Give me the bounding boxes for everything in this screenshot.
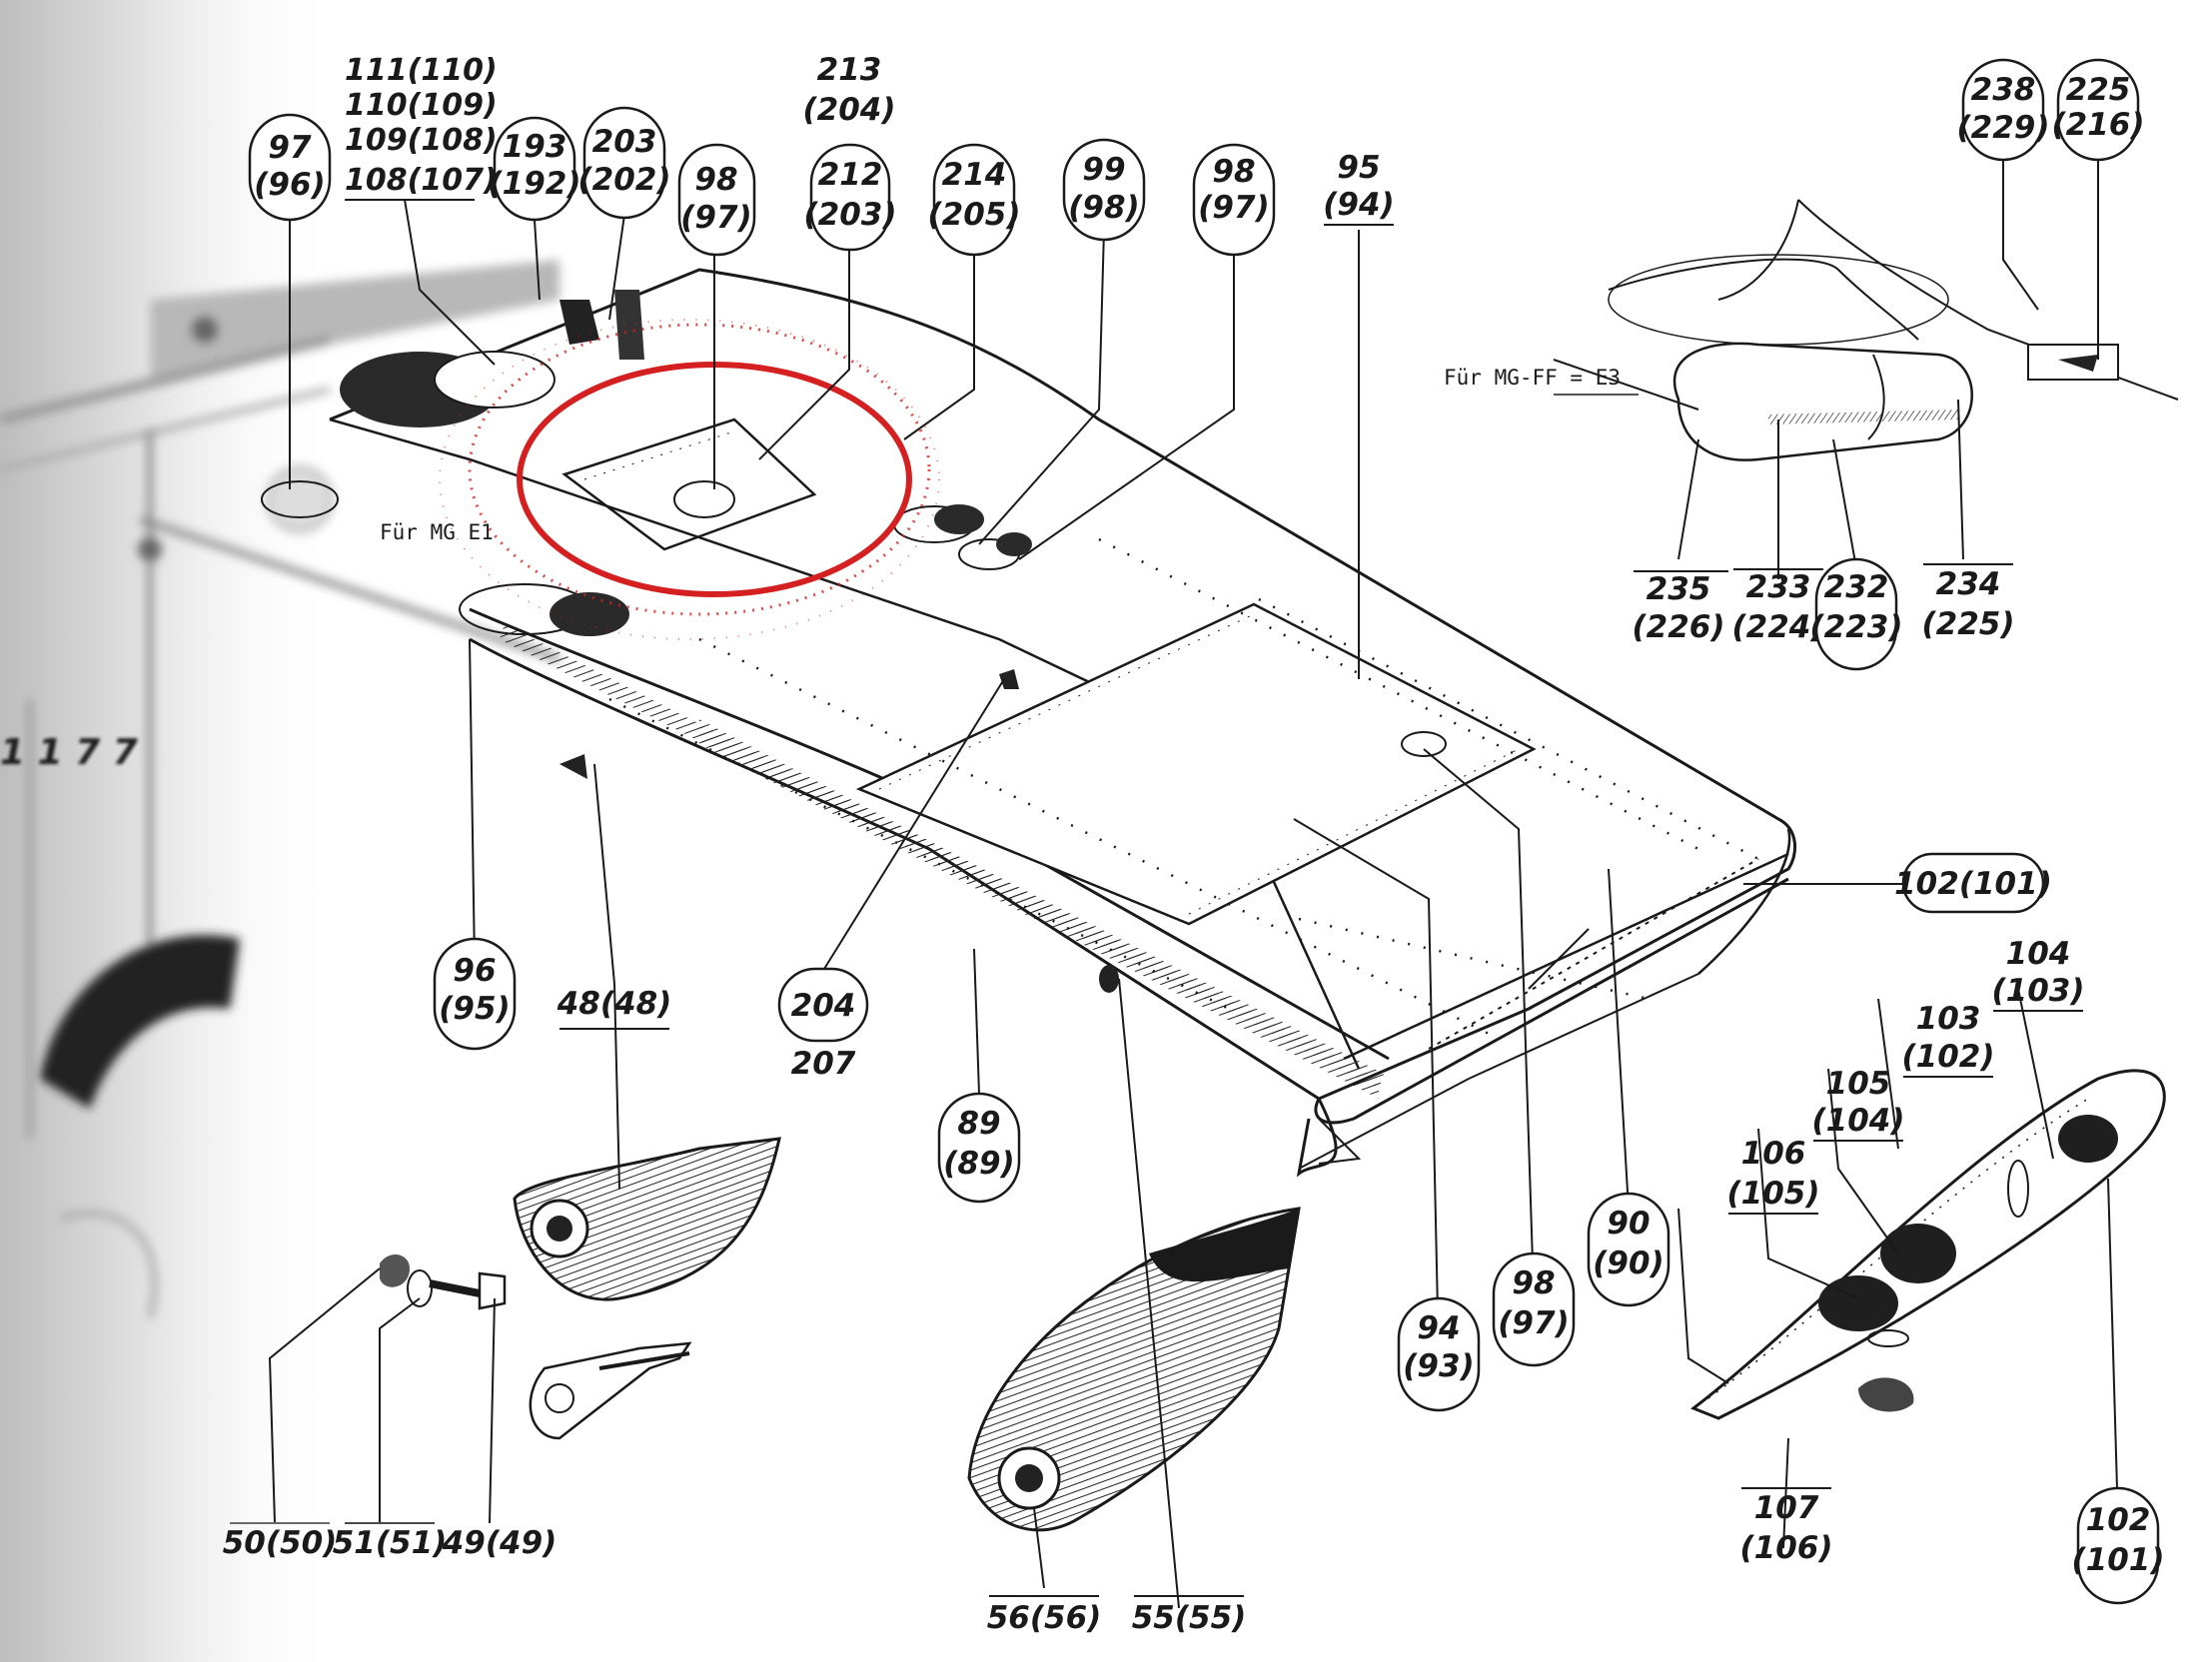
label-108: 108(107)	[345, 163, 498, 198]
callout-232	[1814, 557, 1898, 671]
circled-labels: 97 (96) 193 (192) 203 (202) 98 (97) 213 …	[223, 52, 2165, 1636]
note-mg-ff: Für MG-FF = E3	[1444, 366, 1621, 390]
label-105-alt: (105)	[1726, 1176, 1819, 1212]
gun-fairing-detail	[1608, 199, 2179, 461]
wingtip-fairing-detail	[1689, 1069, 2166, 1420]
label-238: 238	[1971, 72, 2036, 108]
callout-102-right	[1901, 852, 2045, 914]
callout-193	[493, 116, 576, 222]
callout-98-top	[677, 143, 756, 257]
label-105: 105	[1826, 1066, 1891, 1102]
callout-94	[1397, 1296, 1481, 1412]
leader-lines	[268, 150, 2119, 1609]
label-204-alt: (204)	[802, 92, 895, 128]
label-102-alt: (102)	[1901, 1039, 1994, 1075]
label-90-alt: (90)	[1593, 1246, 1663, 1281]
callout-96	[433, 937, 517, 1051]
label-55: 55(55)	[1132, 1600, 1247, 1636]
label-192-alt: (192)	[488, 166, 580, 202]
note-mg-e1: Für MG E1	[380, 520, 494, 544]
label-214: 214	[942, 157, 1007, 193]
label-49: 49(49)	[442, 1525, 557, 1561]
callout-225	[2056, 58, 2140, 162]
label-94-alt: (94)	[1323, 187, 1394, 223]
label-group-111-108: 111(110) 110(109) 109(108) 108(107)	[345, 53, 498, 201]
label-232: 232	[1824, 569, 1889, 605]
hinge-bracket-detail	[380, 1137, 781, 1440]
label-101-alt: (101)	[2071, 1542, 2164, 1578]
label-97-alt-bottom: (97)	[1498, 1305, 1569, 1341]
label-213: 213	[817, 52, 882, 88]
page-gutter-shadow	[0, 0, 340, 1662]
label-89: 89	[957, 1106, 1000, 1142]
label-102-bottom: 102	[2086, 1502, 2151, 1538]
label-98-right: 98	[1212, 154, 1255, 190]
label-225: 225	[2066, 72, 2131, 108]
label-90: 90	[1607, 1206, 1650, 1242]
wing-panel	[261, 268, 1797, 1178]
hinge-fairing-detail	[967, 1207, 1301, 1532]
label-48: 48(48)	[556, 986, 672, 1022]
label-97: 97	[268, 130, 312, 166]
label-98-alt: (98)	[1068, 190, 1139, 226]
callout-203	[582, 106, 666, 220]
label-95-alt: (95)	[439, 991, 510, 1027]
label-104-alt: (104)	[1811, 1103, 1904, 1139]
label-109: 109(108)	[345, 123, 498, 158]
label-103-alt: (103)	[1991, 973, 2084, 1009]
label-203-alt: (203)	[803, 197, 896, 233]
label-89-alt: (89)	[943, 1146, 1014, 1182]
label-202-alt: (202)	[577, 162, 670, 198]
label-107: 107	[1754, 1490, 1819, 1526]
label-229-alt: (229)	[1956, 110, 2049, 146]
label-94: 94	[1417, 1310, 1460, 1346]
label-224-alt: (224)	[1731, 609, 1824, 645]
callout-98-bottom	[1492, 1251, 1576, 1367]
label-99: 99	[1082, 152, 1125, 188]
blurred-label: 1 1 7 7	[0, 732, 138, 773]
label-56: 56(56)	[987, 1600, 1102, 1636]
label-95: 95	[1337, 150, 1380, 186]
label-233: 233	[1746, 569, 1811, 605]
callout-97	[248, 113, 332, 222]
label-104: 104	[2006, 936, 2071, 972]
label-223-alt: (223)	[1809, 609, 1902, 645]
label-204: 204	[791, 988, 856, 1024]
label-111: 111(110)	[345, 53, 498, 88]
label-106-alt: (106)	[1739, 1530, 1832, 1566]
label-212: 212	[818, 157, 883, 193]
callout-89	[937, 1092, 1021, 1204]
label-106: 106	[1741, 1136, 1806, 1172]
label-51: 51(51)	[333, 1525, 448, 1561]
label-96-alt: (96)	[254, 167, 325, 203]
label-234: 234	[1936, 566, 2001, 602]
callout-98-right	[1192, 143, 1276, 257]
callout-99	[1062, 138, 1146, 242]
label-97-alt-right: (97)	[1198, 190, 1269, 226]
label-102-right: 102(101)	[1894, 866, 2052, 902]
label-205-alt: (205)	[927, 197, 1020, 233]
label-110: 110(109)	[345, 88, 498, 123]
label-97-alt-top: (97)	[680, 200, 751, 236]
label-203: 203	[592, 124, 657, 160]
label-216-alt: (216)	[2051, 107, 2144, 143]
label-98-bottom: 98	[1512, 1265, 1555, 1301]
label-50: 50(50)	[223, 1525, 338, 1561]
label-225-alt: (225)	[1921, 606, 2014, 642]
callout-102-bottom	[2076, 1486, 2160, 1605]
label-235: 235	[1647, 571, 1711, 607]
label-98-top: 98	[694, 162, 737, 198]
callout-212	[809, 143, 891, 252]
label-96: 96	[453, 953, 496, 989]
label-93-alt: (93)	[1403, 1348, 1474, 1384]
label-207: 207	[791, 1046, 856, 1082]
label-103: 103	[1916, 1001, 1981, 1037]
callout-238	[1961, 58, 2045, 162]
callout-90	[1587, 1192, 1670, 1307]
label-193: 193	[503, 129, 567, 165]
callout-214	[932, 143, 1016, 257]
callout-204	[777, 967, 869, 1043]
label-226-alt: (226)	[1632, 609, 1724, 645]
